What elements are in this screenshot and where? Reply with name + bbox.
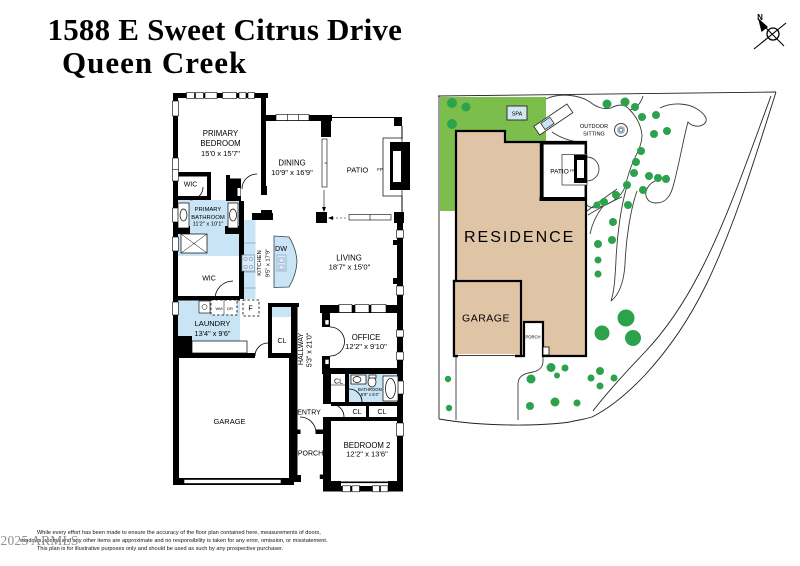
svg-text:WIC: WIC [184,182,198,189]
svg-text:DW: DW [275,244,287,253]
svg-text:SITTING: SITTING [583,132,605,138]
svg-text:WM: WM [215,306,222,311]
svg-text:9'5" x 17'9": 9'5" x 17'9" [266,249,272,278]
svg-text:CL: CL [278,338,287,345]
svg-text:BATHROOM: BATHROOM [358,387,382,392]
svg-text:LAUNDRY: LAUNDRY [195,319,231,328]
svg-text:N: N [757,13,763,22]
svg-text:6'9" x 5'4": 6'9" x 5'4" [361,392,380,397]
svg-text:F: F [248,306,252,313]
svg-text:GARAGE: GARAGE [213,417,245,426]
svg-text:HALLWAY: HALLWAY [298,333,305,365]
svg-text:18'7" x 15'0": 18'7" x 15'0" [329,263,371,272]
svg-text:CL: CL [334,379,343,386]
svg-text:CL: CL [353,409,362,416]
svg-text:FP: FP [570,169,575,173]
svg-text:RESIDENCE: RESIDENCE [464,229,575,246]
svg-text:WIC: WIC [202,276,216,283]
svg-text:BEDROOM: BEDROOM [200,139,240,148]
svg-text:15'0 x 15'7": 15'0 x 15'7" [201,149,240,158]
svg-text:KITCHEN: KITCHEN [257,250,263,275]
svg-text:BEDROOM 2: BEDROOM 2 [344,441,391,450]
svg-text:PATIO: PATIO [347,166,369,175]
svg-text:SPA: SPA [512,112,523,118]
svg-text:CL: CL [378,409,387,416]
svg-text:11'2" x 10'1": 11'2" x 10'1" [193,222,224,228]
svg-text:windows, rooms and any other i: windows, rooms and any other items are a… [19,538,328,544]
svg-text:This plan is for illustrative: This plan is for illustrative purposes o… [37,546,284,552]
svg-text:OUTDOOR: OUTDOOR [580,124,608,130]
svg-text:PATIO: PATIO [550,169,569,176]
svg-text:2025 ARMLS: 2025 ARMLS [1,533,79,548]
svg-text:Queen Creek: Queen Creek [62,45,247,80]
svg-text:DR: DR [227,306,233,311]
svg-text:LIVING: LIVING [336,254,362,263]
svg-text:1588 E Sweet Citrus Drive: 1588 E Sweet Citrus Drive [48,12,403,47]
svg-text:13'4" x 9'6": 13'4" x 9'6" [195,329,231,338]
svg-text:PORCH: PORCH [525,335,540,340]
svg-text:BATHROOM: BATHROOM [191,215,225,221]
svg-text:ENTRY: ENTRY [297,410,321,417]
svg-text:PRIMARY: PRIMARY [195,207,222,213]
svg-text:FP: FP [377,167,383,172]
svg-text:12'2" x 13'6": 12'2" x 13'6" [346,450,388,459]
svg-text:10'9" x 16'9": 10'9" x 16'9" [271,168,313,177]
svg-text:While every effort has been ma: While every effort has been made to ensu… [37,530,321,536]
svg-text:GARAGE: GARAGE [462,313,510,325]
svg-text:DINING: DINING [278,159,305,168]
svg-text:PORCH: PORCH [298,450,323,457]
svg-text:OFFICE: OFFICE [352,333,381,342]
svg-text:PRIMARY: PRIMARY [203,129,239,138]
svg-text:5'3" x 21'0": 5'3" x 21'0" [307,332,314,367]
svg-text:12'2" x 9'10": 12'2" x 9'10" [345,342,387,351]
